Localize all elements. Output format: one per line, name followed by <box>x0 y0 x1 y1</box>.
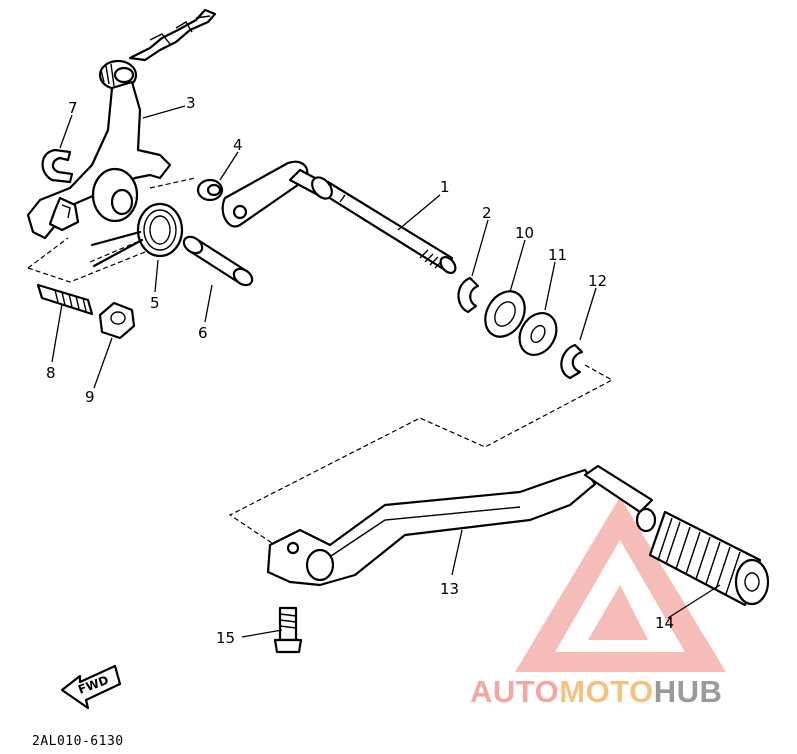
part-1-shift-shaft <box>221 160 457 274</box>
part-12-circlip <box>560 343 584 380</box>
callout-9: 9 <box>85 388 95 406</box>
part-3-shift-arm <box>26 8 217 240</box>
part-4-collar <box>196 178 224 202</box>
callout-5: 5 <box>150 294 160 312</box>
part-6-sleeve <box>182 235 254 287</box>
callout-4: 4 <box>233 136 243 154</box>
callout-13: 13 <box>440 580 459 598</box>
callout-11: 11 <box>548 246 567 264</box>
watermark-part-hub: HUB <box>654 674 723 709</box>
part-15-bolt <box>273 606 303 654</box>
callout-1: 1 <box>440 178 450 196</box>
part-13-shift-pedal <box>266 464 657 587</box>
callout-8: 8 <box>46 364 56 382</box>
part-9-nut <box>98 301 136 340</box>
watermark-part-auto: AUTO <box>470 674 559 709</box>
part-7-circlip <box>41 148 74 184</box>
watermark-part-moto: MOTO <box>559 674 653 709</box>
forward-arrow: FWD <box>60 664 122 710</box>
part-8-bolt <box>36 283 94 316</box>
part-11-washer <box>518 312 558 356</box>
part-10-oil-seal <box>484 290 526 338</box>
callout-10: 10 <box>515 224 534 242</box>
diagram-code: 2AL010-6130 <box>32 734 124 749</box>
part-2-circlip <box>457 276 480 314</box>
watermark-logo <box>515 497 726 672</box>
part-14-pedal-rubber <box>648 510 770 607</box>
callout-14: 14 <box>655 614 674 632</box>
callout-6: 6 <box>198 324 208 342</box>
callout-leaders <box>51 105 721 638</box>
callout-7: 7 <box>68 99 78 117</box>
callout-3: 3 <box>186 94 196 112</box>
callout-15: 15 <box>216 629 235 647</box>
part-5-torsion-spring <box>90 202 184 268</box>
callout-12: 12 <box>588 272 607 290</box>
watermark-text: AUTOMOTOHUB <box>470 674 722 709</box>
callout-2: 2 <box>482 204 492 222</box>
callout-labels: 3 7 4 5 6 8 9 1 2 10 11 12 13 14 15 <box>46 94 674 647</box>
